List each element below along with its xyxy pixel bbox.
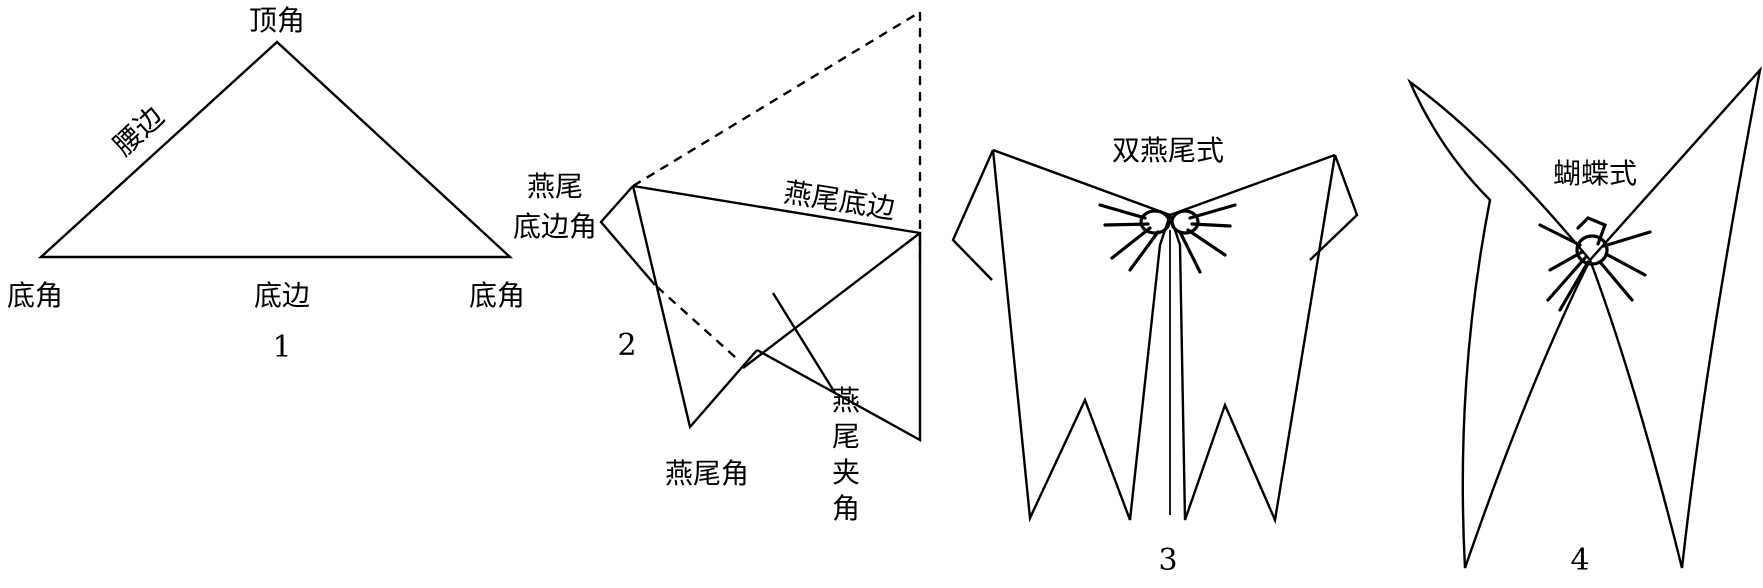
- fig1-base-angle-left-label: 底角: [7, 279, 63, 312]
- fig1-number: 1: [272, 330, 291, 365]
- fig2-swallowtail-base-label: 燕尾底边: [782, 176, 898, 226]
- fig3-number: 3: [1158, 543, 1177, 578]
- fig2-clip-angle-char3: 夹: [832, 456, 860, 489]
- left-wing: [991, 148, 1172, 523]
- right-wing-flap: [1309, 154, 1359, 261]
- fig1-apex-label: 顶角: [249, 4, 305, 37]
- fig2-base-angle-label-line1: 燕尾: [527, 170, 583, 203]
- fig1-leg-label: 腰边: [107, 100, 170, 162]
- body-outline: [632, 184, 922, 443]
- fig2-number: 2: [617, 328, 636, 363]
- fig1-base-angle-right-label: 底角: [469, 279, 525, 312]
- fig2-base-angle-label-line2: 底边角: [513, 210, 597, 243]
- triangle-outline: [37, 40, 514, 259]
- center-knot: [1538, 216, 1652, 312]
- fig2-swallowtail-angle-label: 燕尾角: [665, 457, 749, 490]
- figure-2-swallowtail: [599, 10, 922, 443]
- right-wing: [1168, 153, 1337, 525]
- fig1-base-label: 底边: [254, 279, 310, 312]
- left-wing-flap: [951, 149, 995, 281]
- tail-split-line: [742, 232, 921, 369]
- fig4-title: 蝴蝶式: [1553, 157, 1637, 190]
- right-wing: [1588, 65, 1762, 569]
- center-knot: [1098, 203, 1237, 274]
- tail-right-edge: [756, 348, 836, 395]
- fig2-clip-angle-char4: 角: [832, 492, 860, 525]
- fold-dash-top: [632, 10, 921, 188]
- figure-4-butterfly: [1407, 65, 1762, 569]
- left-tail: [631, 185, 758, 430]
- figure-1-triangle: [37, 40, 514, 259]
- fig3-title: 双燕尾式: [1112, 134, 1224, 167]
- fold-dash-inner: [654, 284, 736, 358]
- figure-3-double-swallowtail: [951, 148, 1359, 525]
- fig4-number: 4: [1570, 543, 1589, 578]
- fig2-clip-angle-char2: 尾: [832, 420, 860, 453]
- left-wing: [1407, 78, 1592, 569]
- left-flap: [599, 185, 656, 286]
- fig2-clip-angle-char1: 燕: [832, 384, 860, 417]
